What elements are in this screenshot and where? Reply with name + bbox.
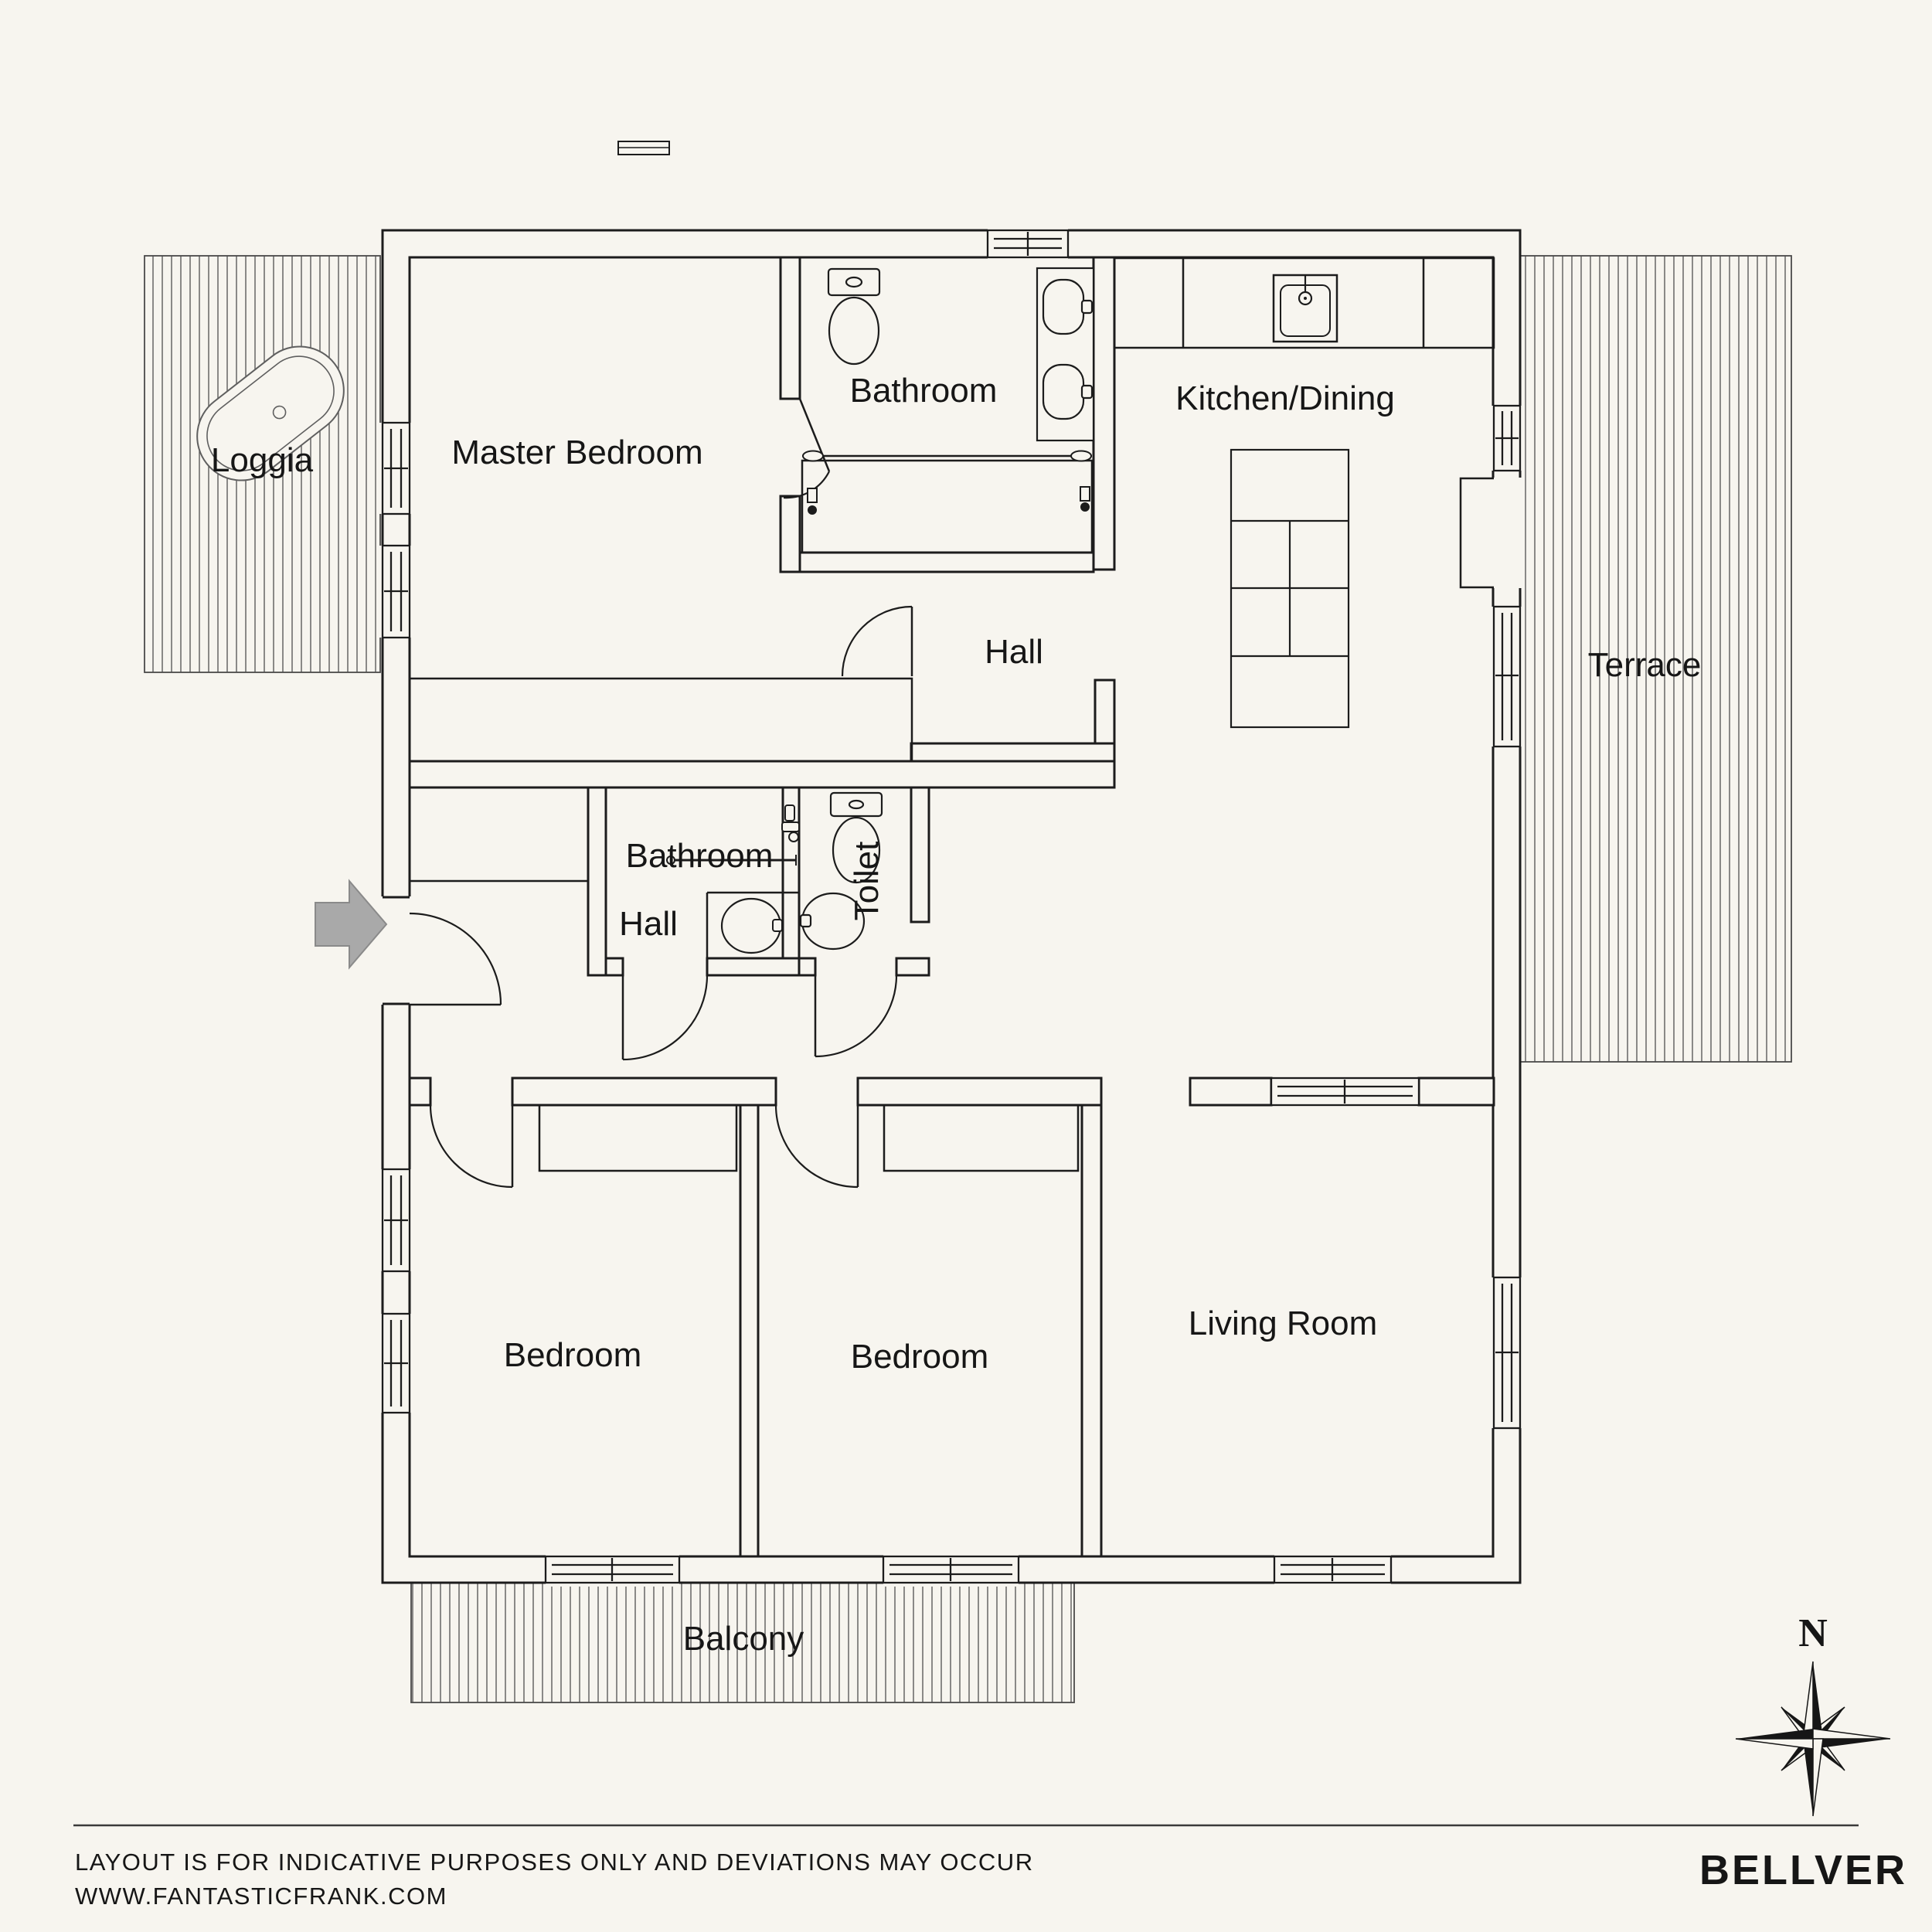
brand-logo: BELLVER — [1699, 1847, 1907, 1893]
north-label: N — [1798, 1611, 1828, 1655]
window — [381, 1312, 411, 1414]
disclaimer-text: LAYOUT IS FOR INDICATIVE PURPOSES ONLY A… — [75, 1849, 1034, 1876]
terrace-area — [1518, 255, 1792, 1063]
window — [1492, 404, 1522, 472]
windows — [381, 141, 1522, 1584]
door-arc — [429, 1104, 514, 1189]
terrace-door — [1459, 477, 1494, 589]
window — [882, 1555, 1020, 1584]
doors — [409, 398, 913, 1189]
wardrobe-bedroom-middle — [883, 1104, 1080, 1172]
shower-head-icon — [807, 488, 818, 515]
window — [986, 229, 1070, 259]
balcony-area — [410, 1582, 1075, 1703]
room-label-hall-lower: Hall — [619, 905, 678, 943]
room-label-kitchen-dining: Kitchen/Dining — [1175, 379, 1395, 417]
window — [381, 1168, 411, 1273]
toilet-fixture-main-bathroom — [827, 267, 881, 366]
wardrobe-bedroom-left — [538, 1104, 738, 1172]
room-label-bathroom-top: Bathroom — [850, 372, 998, 410]
window — [1270, 1077, 1420, 1107]
master-bedroom-closet — [408, 677, 913, 763]
room-label-terrace: Terrace — [1588, 646, 1702, 684]
hall-closet — [408, 786, 590, 883]
room-label-balcony: Balcony — [683, 1620, 804, 1658]
room-label-bathroom-lower: Bathroom — [626, 837, 774, 875]
kitchen-sink — [1272, 274, 1338, 343]
room-label-loggia: Loggia — [211, 441, 314, 479]
bathtub — [196, 345, 345, 481]
toilet-room-fixtures — [799, 791, 883, 951]
window — [381, 544, 411, 639]
door-arc — [814, 975, 898, 1058]
wash-basin — [720, 897, 782, 954]
room-labels: Loggia Master Bedroom Bathroom Kitchen/D… — [211, 372, 1701, 1658]
room-label-bedroom-middle: Bedroom — [851, 1338, 989, 1376]
walk-in-shower — [801, 450, 1094, 554]
lower-bathroom-fixtures — [666, 804, 800, 958]
window — [1273, 1555, 1393, 1584]
faucet-icon — [781, 804, 800, 842]
double-sink-vanity — [1036, 267, 1095, 442]
entry-opening — [383, 896, 410, 1005]
window — [544, 1555, 681, 1584]
compass-rose-icon: N — [1735, 1611, 1891, 1817]
room-label-hall-upper: Hall — [985, 633, 1043, 671]
room-label-living-room: Living Room — [1189, 1304, 1378, 1342]
shower-head-icon — [1080, 486, 1090, 512]
vent-window — [617, 141, 670, 155]
website-text: WWW.FANTASTICFRANK.COM — [75, 1883, 447, 1910]
door-arc — [409, 912, 502, 1006]
storage — [408, 677, 1080, 1172]
entry-arrow-icon — [315, 879, 388, 970]
kitchen-island — [1230, 448, 1350, 729]
room-label-toilet: Toilet — [848, 842, 886, 921]
door-arc — [621, 975, 709, 1061]
window — [381, 421, 411, 515]
door-arc — [774, 1104, 859, 1189]
window — [1492, 605, 1522, 748]
window — [1492, 1276, 1522, 1430]
kitchen-counter — [1113, 257, 1495, 349]
door-arc — [841, 605, 913, 677]
room-label-bedroom-left: Bedroom — [504, 1336, 642, 1374]
room-label-master-bedroom: Master Bedroom — [451, 434, 702, 471]
